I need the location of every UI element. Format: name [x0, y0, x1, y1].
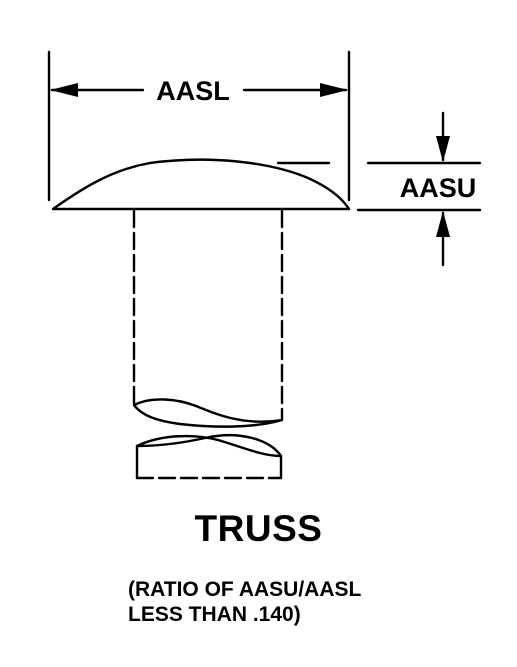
truss-head — [51, 158, 351, 211]
aasu-arrowhead-top — [436, 136, 450, 162]
shank-break-lower — [135, 434, 283, 458]
ratio-note: (RATIO OF AASU/AASL LESS THAN .140) — [128, 577, 361, 627]
aasu-label: AASU — [400, 173, 477, 203]
aasl-arrowhead-left — [50, 83, 78, 97]
aasl-arrowhead-right — [320, 83, 348, 97]
ratio-note-line-2: LESS THAN .140) — [128, 603, 301, 626]
aasu-arrowhead-bottom — [436, 211, 450, 237]
diagram-title: TRUSS — [194, 508, 323, 549]
shank-break-upper — [132, 398, 284, 428]
ratio-note-line-1: (RATIO OF AASU/AASL — [128, 578, 362, 601]
aasl-label: AASL — [156, 76, 230, 106]
